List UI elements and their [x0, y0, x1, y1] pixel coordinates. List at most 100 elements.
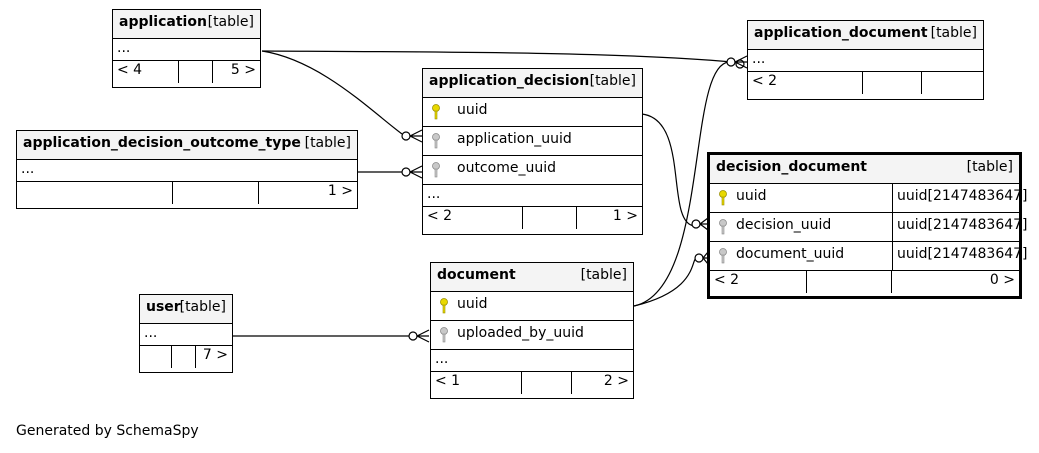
- column-name: uuid: [736, 188, 767, 204]
- edge-end-circle: [691, 219, 701, 229]
- parents-count: [140, 346, 171, 368]
- table-name: user: [146, 299, 181, 315]
- column-row[interactable]: decision_uuid uuid[2147483647]: [710, 213, 1028, 242]
- children-count: 1 >: [327, 183, 353, 199]
- column-datatype: uuid[2147483647]: [892, 184, 1028, 212]
- column-row[interactable]: document_uuid uuid[2147483647]: [710, 242, 1028, 271]
- column-row[interactable]: uuid: [423, 98, 642, 127]
- foreign-key-icon: [718, 248, 728, 264]
- more-columns: ...: [140, 324, 232, 346]
- children-count: 5 >: [230, 62, 256, 78]
- edge-end-circle: [401, 131, 411, 141]
- crow-foot: [416, 329, 430, 343]
- footer-middle: [171, 346, 196, 368]
- table-decision-document[interactable]: decision_document [table] uuid uuid[2147…: [707, 152, 1028, 299]
- table-name: decision_document: [716, 159, 867, 175]
- table-name: application_document: [754, 25, 928, 41]
- table-application[interactable]: application [table] ... < 4 5 >: [112, 9, 261, 88]
- table-footer: 7 >: [140, 346, 232, 368]
- footer-middle: [522, 207, 577, 229]
- more-columns: ...: [748, 50, 983, 72]
- table-name: application: [119, 14, 207, 30]
- foreign-key-icon: [431, 162, 441, 178]
- table-header: application_decision [table]: [423, 69, 642, 98]
- table-header: document [table]: [431, 263, 633, 292]
- table-application-document[interactable]: application_document [table] ... < 2: [747, 20, 984, 100]
- table-footer: < 2 0 >: [710, 271, 1019, 293]
- footer-middle: [521, 372, 572, 394]
- foreign-key-icon: [718, 219, 728, 235]
- table-header: application [table]: [113, 10, 260, 39]
- column-row[interactable]: outcome_uuid: [423, 156, 642, 185]
- parents-count: < 2: [427, 208, 453, 224]
- children-count: 7 >: [202, 347, 228, 363]
- table-header: user [table]: [140, 295, 232, 324]
- table-type: [table]: [207, 14, 254, 30]
- table-header: application_document [table]: [748, 21, 983, 50]
- crow-foot: [699, 217, 709, 231]
- table-document[interactable]: document [table] uuid uploaded_by_uuid .…: [430, 262, 634, 399]
- table-name: application_decision_outcome_type: [23, 135, 301, 151]
- edge-end-circle: [726, 57, 736, 67]
- parents-count: [17, 182, 172, 204]
- primary-key-icon: [439, 298, 449, 314]
- column-name: application_uuid: [457, 131, 572, 147]
- table-footer: < 2: [748, 72, 983, 94]
- children-count: 0 >: [989, 272, 1015, 288]
- table-type: [table]: [304, 135, 351, 151]
- more-columns: ...: [423, 185, 642, 207]
- column-name: uploaded_by_uuid: [457, 325, 584, 341]
- parents-count: < 4: [117, 62, 143, 78]
- crow-foot: [734, 55, 748, 69]
- parents-count: < 1: [435, 373, 461, 389]
- primary-key-icon: [431, 104, 441, 120]
- children-count: [922, 72, 983, 94]
- more-columns: ...: [17, 160, 357, 182]
- column-row[interactable]: uuid uuid[2147483647]: [710, 184, 1028, 213]
- column-row[interactable]: uuid: [431, 292, 633, 321]
- foreign-key-icon: [431, 133, 441, 149]
- generated-by-label: Generated by SchemaSpy: [16, 423, 199, 439]
- column-datatype: uuid[2147483647]: [892, 242, 1028, 270]
- column-row[interactable]: uploaded_by_uuid: [431, 321, 633, 350]
- foreign-key-icon: [439, 327, 449, 343]
- footer-middle: [172, 182, 259, 204]
- parents-count: < 2: [714, 272, 740, 288]
- footer-middle: [862, 72, 922, 94]
- column-row[interactable]: application_uuid: [423, 127, 642, 156]
- edge-application-to-application-document: [261, 50, 733, 63]
- parents-count: < 2: [752, 73, 778, 89]
- column-datatype: uuid[2147483647]: [892, 213, 1028, 241]
- edge-end-circle: [408, 331, 418, 341]
- crow-foot: [409, 129, 423, 143]
- table-type: [table]: [930, 25, 977, 41]
- edge-application-to-application-decision: [261, 50, 403, 135]
- edge-end-circle: [694, 253, 704, 263]
- crow-foot: [409, 165, 423, 179]
- table-type: [table]: [580, 267, 627, 283]
- table-header: decision_document [table]: [710, 155, 1019, 184]
- edge-document-to-decision-document: [633, 257, 698, 307]
- edge-application-decision-to-decision-document: [641, 113, 695, 227]
- column-name: decision_uuid: [736, 217, 832, 233]
- more-columns: ...: [113, 39, 260, 61]
- column-name: document_uuid: [736, 246, 845, 262]
- more-columns: ...: [431, 350, 633, 372]
- table-user[interactable]: user [table] ... 7 >: [139, 294, 233, 373]
- table-type: [table]: [589, 73, 636, 89]
- edge-end-circle: [401, 167, 411, 177]
- table-header: application_decision_outcome_type [table…: [17, 131, 357, 160]
- table-footer: < 1 2 >: [431, 372, 633, 394]
- table-type: [table]: [966, 159, 1013, 175]
- table-type: [table]: [179, 299, 226, 315]
- footer-middle: [178, 61, 213, 83]
- table-footer: < 2 1 >: [423, 207, 642, 229]
- children-count: 1 >: [612, 208, 638, 224]
- table-application-decision[interactable]: application_decision [table] uuid applic…: [422, 68, 643, 235]
- table-name: application_decision: [429, 73, 590, 89]
- table-footer: 1 >: [17, 182, 357, 204]
- children-count: 2 >: [603, 373, 629, 389]
- table-application-decision-outcome-type[interactable]: application_decision_outcome_type [table…: [16, 130, 358, 209]
